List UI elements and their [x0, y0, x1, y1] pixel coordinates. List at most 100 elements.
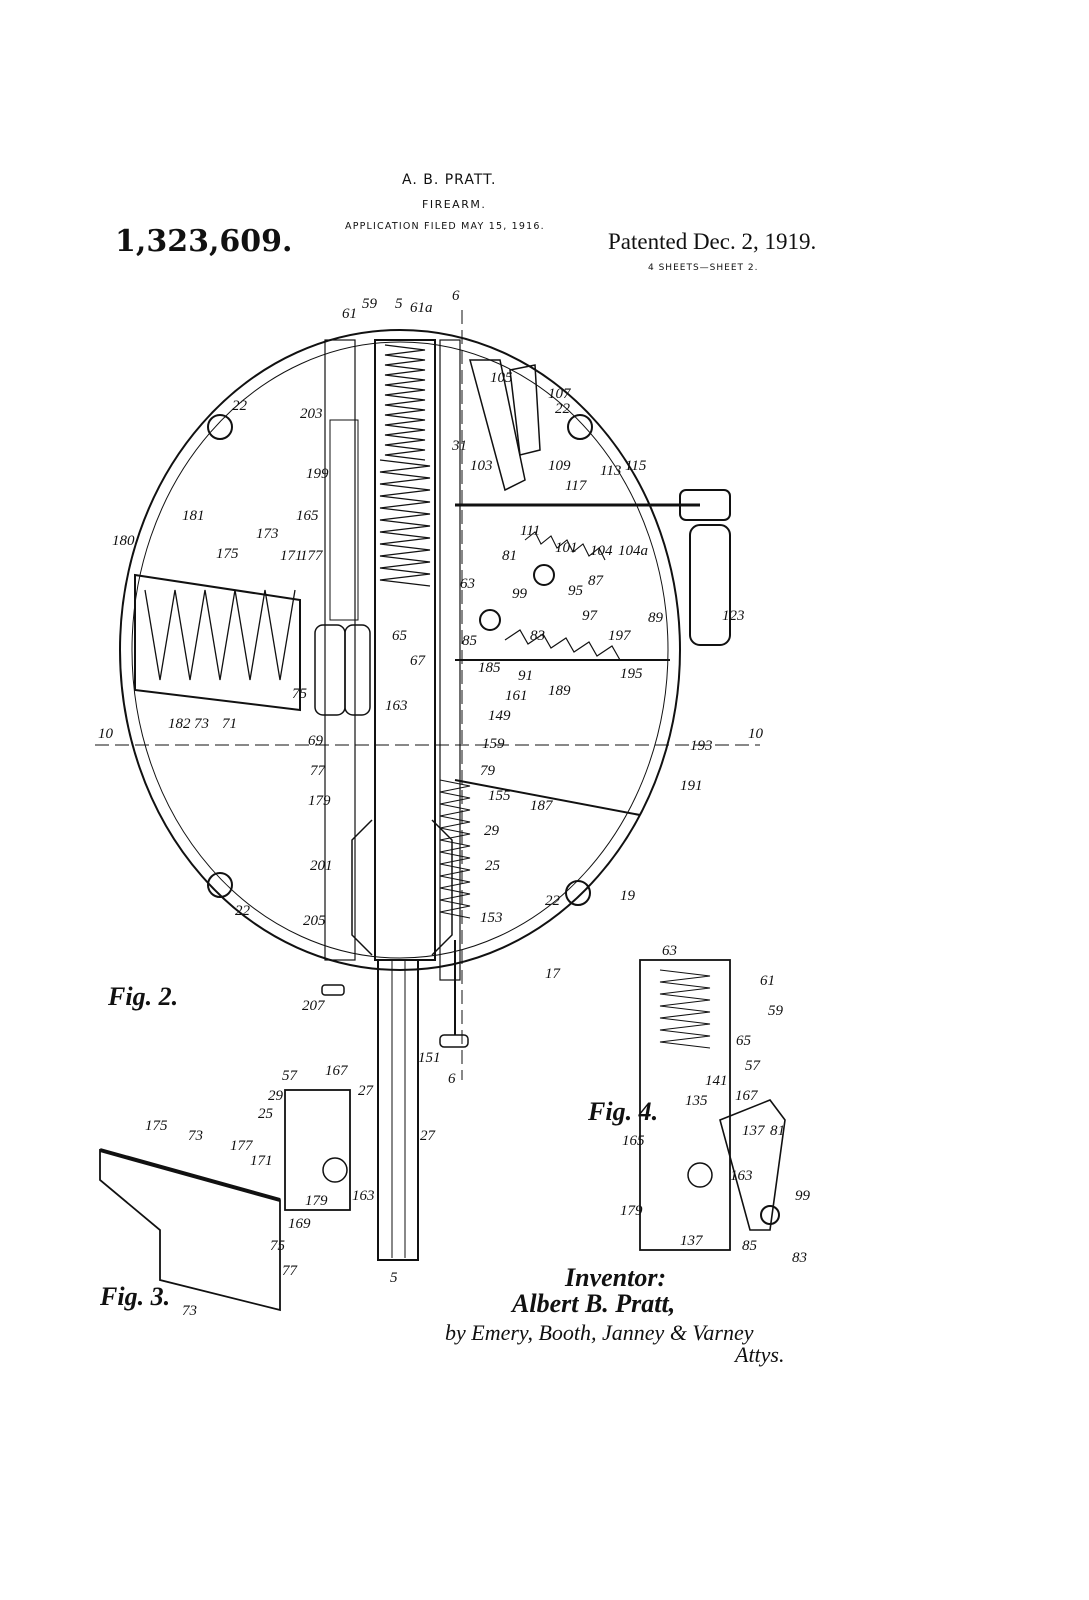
knob-151	[439, 1034, 469, 1048]
label-59: 59	[362, 296, 378, 312]
boss-22-tr	[567, 414, 593, 440]
boss-22-tl	[207, 414, 233, 440]
fig4-label-167: 167	[735, 1088, 759, 1104]
fig4-label-137b: 137	[680, 1233, 704, 1249]
inventor-name: A. B. PRATT.	[402, 172, 497, 188]
fig3-label-163: 163	[352, 1188, 375, 1204]
boss-22-bl	[207, 872, 233, 898]
label-201: 201	[310, 858, 333, 874]
fig3-pin	[322, 1157, 348, 1183]
label-25: 25	[485, 858, 501, 874]
fig3-breech	[284, 1089, 351, 1211]
inventor-heading: Inventor:	[564, 1263, 666, 1292]
fig4-label-141: 141	[705, 1073, 728, 1089]
fig3-label-169: 169	[288, 1216, 311, 1232]
fig3-label-25: 25	[258, 1106, 274, 1122]
fig3-label-27: 27	[358, 1083, 375, 1099]
fig4-label-165: 165	[622, 1133, 645, 1149]
label-175: 175	[216, 546, 239, 562]
slide-203	[329, 419, 359, 621]
label-79: 79	[480, 763, 496, 779]
fig2-housing	[119, 329, 681, 971]
label-99: 99	[512, 586, 528, 602]
fig4-label-83: 83	[792, 1250, 807, 1266]
spring-25	[439, 779, 471, 919]
fig4-label-59: 59	[768, 1003, 784, 1019]
label-161: 161	[505, 688, 528, 704]
fig3-label-175: 175	[145, 1118, 168, 1134]
section-mark-10-left: 10	[98, 726, 114, 742]
label-197: 197	[608, 628, 632, 644]
label-163: 163	[385, 698, 408, 714]
section-mark-6-bottom: 6	[448, 1071, 456, 1087]
fig4-pivot-99	[760, 1205, 780, 1225]
patent-number: 1,323,609.	[115, 224, 293, 259]
fig3-label-179: 179	[305, 1193, 328, 1209]
fig4-label-63: 63	[662, 943, 677, 959]
fig3-label-171: 171	[250, 1153, 273, 1169]
label-95: 95	[568, 583, 584, 599]
fig4-label-61: 61	[760, 973, 775, 989]
label-205: 205	[303, 913, 326, 929]
label-103: 103	[470, 458, 493, 474]
fig3-label-177: 177	[230, 1138, 254, 1154]
spring-83	[504, 629, 621, 661]
lever-107	[509, 364, 541, 456]
label-179: 179	[308, 793, 331, 809]
barrel-muzzle	[377, 959, 419, 1261]
fig4-label-163: 163	[730, 1168, 753, 1184]
figure-label-fig2: Fig. 2.	[107, 982, 178, 1011]
label-193: 193	[690, 738, 713, 754]
fig4-lever-81	[719, 1099, 786, 1231]
label-171: 171	[280, 548, 303, 564]
fig3-label-29: 29	[268, 1088, 284, 1104]
label-67: 67	[410, 653, 427, 669]
fig4-label-179: 179	[620, 1203, 643, 1219]
magazine-spring	[144, 589, 296, 681]
label-159: 159	[482, 736, 505, 752]
attys-label: Attys.	[733, 1342, 785, 1367]
crank-arm	[679, 489, 731, 521]
label-61: 61	[342, 306, 357, 322]
fig4-label-99: 99	[795, 1188, 811, 1204]
magazine	[134, 573, 301, 712]
section-mark-5-top: 5	[395, 296, 403, 312]
label-153: 153	[480, 910, 503, 926]
label-71: 71	[222, 716, 237, 732]
cartridge	[344, 624, 371, 716]
label-19: 19	[620, 888, 636, 904]
fig4-label-137: 137	[742, 1123, 766, 1139]
label-195: 195	[620, 666, 643, 682]
fig4-label-85: 85	[742, 1238, 758, 1254]
label-63: 63	[460, 576, 475, 592]
label-104a: 104a	[618, 543, 648, 559]
label-113: 113	[600, 463, 621, 479]
figure-label-fig3: Fig. 3.	[99, 1282, 170, 1311]
label-111: 111	[520, 523, 540, 539]
label-173: 173	[256, 526, 279, 542]
spring-111	[524, 531, 606, 561]
fig2-housing-inner	[131, 341, 669, 959]
fig3-label-75: 75	[270, 1238, 286, 1254]
label-149: 149	[488, 708, 511, 724]
label-77: 77	[310, 763, 327, 779]
fig3-label-77: 77	[282, 1263, 299, 1279]
application-filed: APPLICATION FILED MAY 15, 1916.	[345, 221, 545, 232]
label-107: 107	[548, 386, 572, 402]
label-69: 69	[308, 733, 324, 749]
label-22: 22	[545, 893, 561, 909]
fig3-label-73: 73	[188, 1128, 203, 1144]
pivot-99	[533, 564, 555, 586]
section-mark-6-top: 6	[452, 288, 460, 304]
label-177: 177	[300, 548, 324, 564]
lever-105	[469, 359, 526, 492]
label-61a: 61a	[410, 300, 433, 316]
label-180: 180	[112, 533, 135, 549]
label-91: 91	[518, 668, 533, 684]
fig3-label-57: 57	[282, 1068, 299, 1084]
label-155: 155	[488, 788, 511, 804]
label-65: 65	[392, 628, 408, 644]
label-187: 187	[530, 798, 554, 814]
fig3-label-27b: 27	[420, 1128, 437, 1144]
